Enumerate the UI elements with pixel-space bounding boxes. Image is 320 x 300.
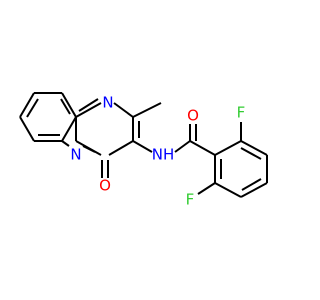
bond <box>214 182 242 198</box>
bond <box>108 140 134 156</box>
atom-label-fluorine-bottom: F <box>186 191 195 209</box>
bond <box>189 140 216 156</box>
molecule-structure-diagram: N N NH O O F F <box>19 92 268 209</box>
bond <box>61 116 77 142</box>
bond <box>19 116 35 142</box>
bond <box>75 102 102 118</box>
bond <box>214 140 242 156</box>
bond <box>61 92 77 118</box>
atom-label-ketone-oxygen: O <box>99 177 111 195</box>
bond <box>78 98 99 112</box>
bond <box>19 92 35 118</box>
bond <box>240 182 268 198</box>
atom-label-amide-nh: NH <box>152 146 175 164</box>
bond <box>240 140 268 156</box>
bond <box>26 98 39 118</box>
bond <box>174 140 191 153</box>
bond <box>197 182 216 195</box>
bond <box>240 147 262 160</box>
bond <box>113 102 134 118</box>
atom-label-fluorine-top: F <box>237 104 246 122</box>
atom-labels: N N NH O O F F <box>70 94 245 209</box>
bond <box>241 178 262 191</box>
bonds <box>19 92 268 198</box>
atom-label-amide-oxygen: O <box>187 107 199 125</box>
bond <box>132 140 153 153</box>
atom-label-nitrogen-bridgehead: N <box>70 146 81 164</box>
bond <box>132 102 162 118</box>
bond <box>82 145 96 153</box>
atom-label-nitrogen-ring: N <box>102 94 113 112</box>
structure-svg: N N NH O O F F <box>19 92 268 209</box>
bond <box>61 140 70 147</box>
bond <box>60 98 71 115</box>
